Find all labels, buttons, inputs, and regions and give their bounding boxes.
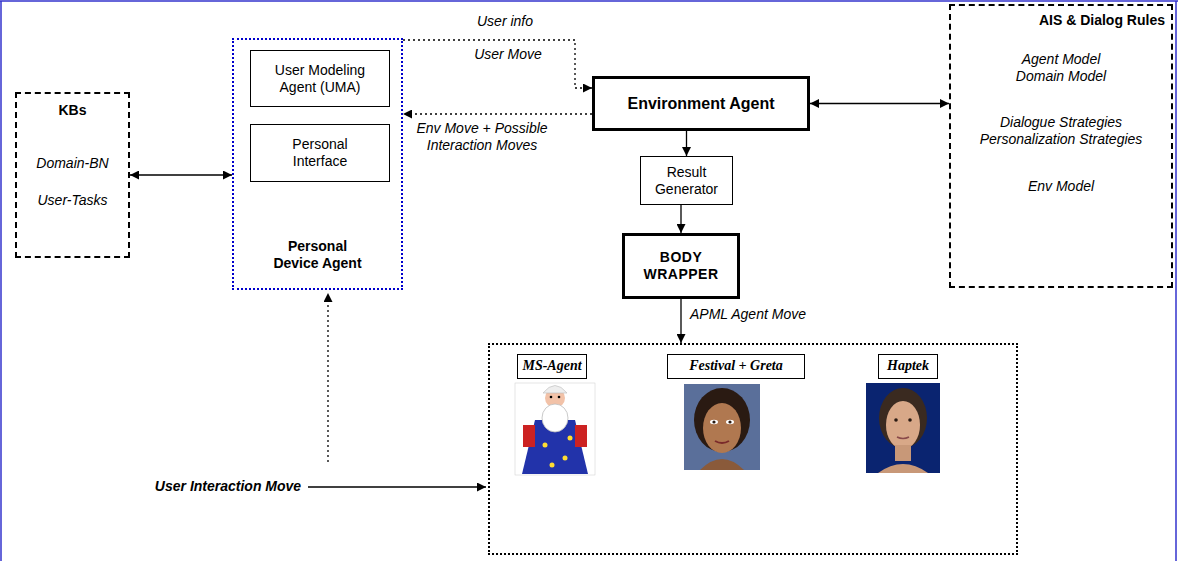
node-text: Personal Interface (280, 136, 360, 170)
node-text: Haptek (887, 358, 929, 375)
node-text: Env Model (1028, 178, 1094, 195)
agent-label-box: MS-Agent (517, 354, 587, 379)
connector (686, 131, 687, 156)
frame-line (0, 1, 2, 561)
node-text: Agent Model (1022, 51, 1101, 68)
process-box: Result Generator (640, 156, 733, 205)
agent-label-box: Festival + Greta (667, 354, 805, 379)
agent-label-box: Haptek (878, 354, 938, 379)
knowledge-base-box: KBsDomain-BN User-Tasks (15, 92, 130, 258)
node-text: User-Tasks (37, 192, 107, 209)
connector (130, 174, 232, 175)
agent-box: User Modeling Agent (UMA) (250, 50, 390, 107)
edge-label: User info (460, 13, 550, 30)
interaction-arrow (327, 293, 328, 462)
haptek-face (866, 383, 940, 473)
node-text: Domain-BN (36, 155, 108, 172)
environment-agent-box: Environment Agent (592, 76, 810, 131)
edge-label: Env Move + Possible Interaction Moves (412, 120, 552, 154)
connector (403, 40, 592, 88)
node-text: Result Generator (649, 164, 725, 198)
node-text: KBs (58, 102, 86, 119)
node-text: Personal Device Agent (268, 238, 368, 272)
embodiment-group: MS-Agent Festival + Greta Haptek (488, 343, 1018, 555)
node-text: Dialogue Strategies (1000, 114, 1122, 131)
node-text: Domain Model (1016, 68, 1106, 85)
interface-box: Personal Interface (250, 124, 390, 182)
interaction-arrow (308, 486, 486, 487)
node-text: User Modeling Agent (UMA) (264, 62, 376, 96)
rules-box: AIS & Dialog RulesAgent ModelDomain Mode… (949, 4, 1173, 288)
node-text: Environment Agent (628, 94, 775, 113)
node-text: AIS & Dialog Rules (1039, 12, 1165, 29)
node-text: MS-Agent (522, 358, 581, 375)
agent-group-box: Personal Device Agent User Modeling Agent… (232, 38, 403, 290)
ms-agent-figure (515, 383, 595, 475)
greta-face (684, 384, 760, 470)
connector (403, 113, 592, 114)
connector (810, 103, 949, 104)
connector (680, 299, 681, 343)
connector (680, 205, 681, 233)
frame-line (1175, 1, 1177, 561)
frame-line (0, 0, 1178, 2)
node-text: BODY WRAPPER (639, 249, 723, 283)
node-text: Festival + Greta (689, 358, 783, 375)
edge-label: APML Agent Move (690, 306, 830, 323)
wrapper-box: BODY WRAPPER (622, 233, 740, 299)
node-text: Personalization Strategies (980, 131, 1143, 148)
flow-label: User Move (458, 46, 558, 63)
flow-label: User Interaction Move (150, 478, 306, 495)
